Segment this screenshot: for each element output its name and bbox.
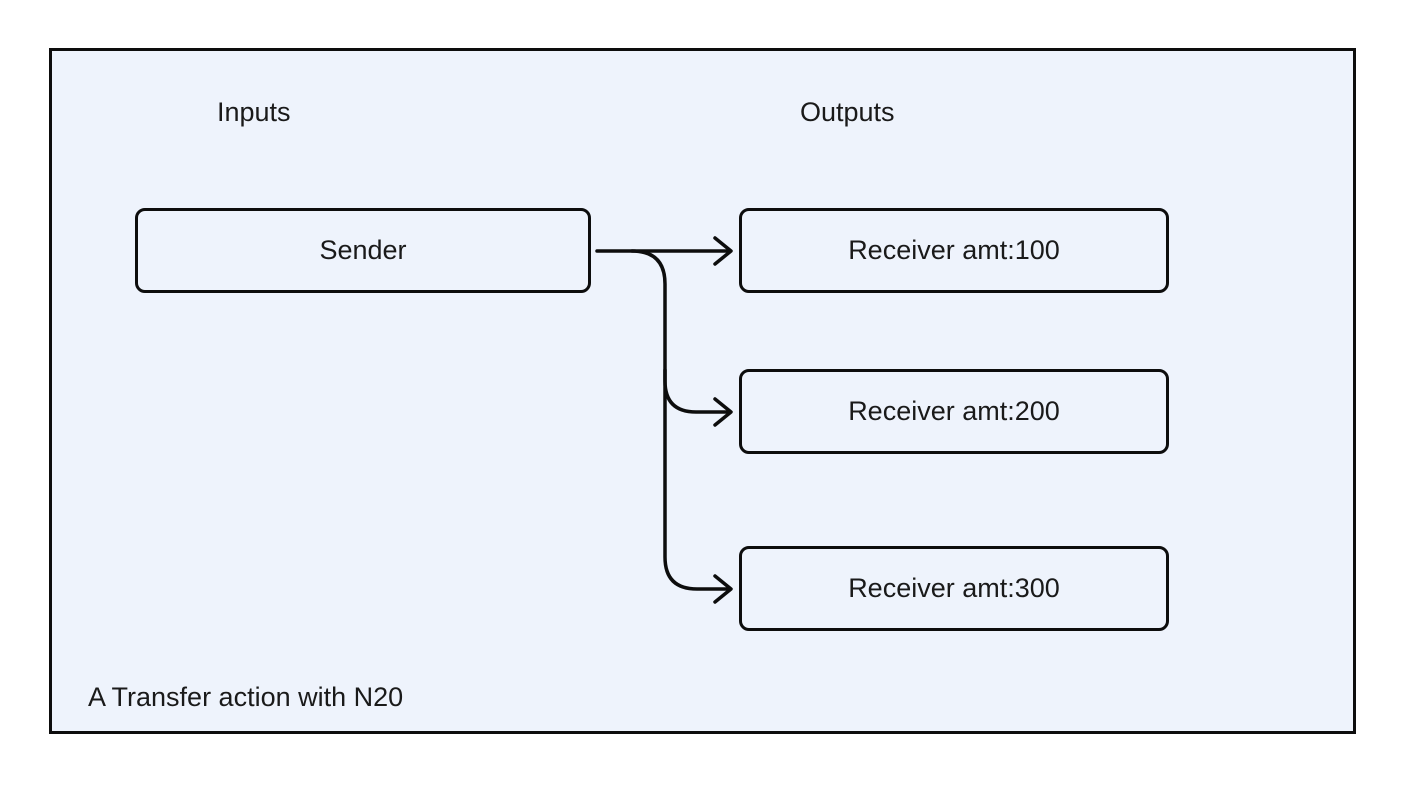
diagram-caption: A Transfer action with N20: [88, 682, 404, 712]
outputs-heading: Outputs: [800, 97, 895, 127]
receiver-label: Receiver amt:300: [848, 573, 1060, 603]
receiver-node-100: Receiver amt:100: [739, 208, 1169, 293]
receiver-label: Receiver amt:200: [848, 396, 1060, 426]
receiver-node-200: Receiver amt:200: [739, 369, 1169, 454]
sender-node: Sender: [135, 208, 591, 293]
receiver-node-300: Receiver amt:300: [739, 546, 1169, 631]
sender-label: Sender: [319, 235, 407, 265]
inputs-heading: Inputs: [217, 97, 291, 127]
receiver-label: Receiver amt:100: [848, 235, 1060, 265]
